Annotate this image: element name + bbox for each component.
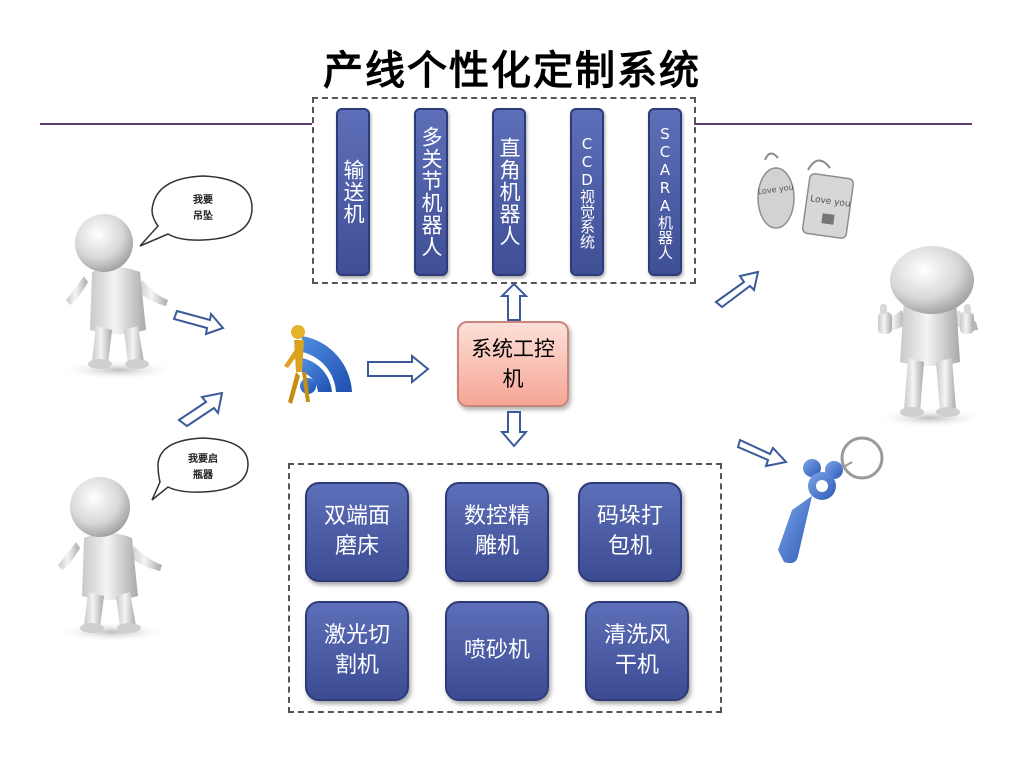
person-bottom-left [54,477,170,642]
header-line-right [694,123,972,125]
person-top-left [60,214,176,380]
machine-card-label: 喷砂机 [463,638,530,663]
arrow-down [499,411,529,448]
page-title: 产线个性化定制系统 [323,48,701,94]
machine-card-label: 数控精雕机 [463,504,530,559]
header-line-left [40,123,312,125]
control-pc-box: 系统工控机 [457,321,569,407]
top-card-conveyor: 输送机 [336,108,370,276]
speech-bubble-line: 我要 [193,193,213,206]
machine-card-sandblaster: 喷砂机 [445,601,549,701]
top-card-label: SCARA机器人 [656,124,674,260]
gold-figure-icon [284,325,310,404]
machine-card-grinder: 双端面磨床 [305,482,409,582]
arrow-up [499,282,529,321]
machine-card-label: 清洗风干机 [603,623,670,678]
top-card-label: 多关节机器人 [419,126,443,258]
machine-card-washer-dryer: 清洗风干机 [585,601,689,701]
speech-bubble-top: 我要 吊坠 [139,175,253,247]
wireless-signal-icon [300,336,352,394]
machine-card-palletizer: 码垛打包机 [578,482,682,582]
top-card-ccd-vision: CCD视觉系统 [570,108,604,276]
qr-code-icon [821,213,835,225]
arrow-up-right [177,391,224,428]
machine-card-label: 码垛打包机 [596,504,663,559]
top-card-label: 输送机 [341,159,365,225]
bottom-equipment-box [288,463,722,713]
arrow-up-right [714,270,760,309]
top-card-label: CCD视觉系统 [578,135,596,249]
speech-bubble-line: 瓶器 [193,468,214,481]
top-card-scara-robot: SCARA机器人 [648,108,682,276]
speech-bubble-line: 我要启 [188,452,218,465]
top-card-label: 直角机器人 [497,137,521,247]
arrow-right [172,309,225,336]
pendant-tags-icon: Love you Love you [757,152,855,239]
control-pc-label: 系统工控机 [471,337,555,391]
person-right-thumbs-up [875,246,985,428]
top-card-cartesian-robot: 直角机器人 [492,108,526,276]
machine-card-laser-cutter: 激光切割机 [305,601,409,701]
machine-card-label: 双端面磨床 [323,504,390,559]
top-equipment-box [312,97,696,284]
speech-bubble-bottom: 我要启 瓶器 [151,437,249,501]
bottle-opener-icon [778,436,884,564]
arrow-down-right [736,438,788,468]
machine-card-cnc-engraver: 数控精雕机 [445,482,549,582]
arrow-right [367,353,430,385]
top-card-multi-joint-robot: 多关节机器人 [414,108,448,276]
speech-bubble-line: 吊坠 [193,209,213,222]
machine-card-label: 激光切割机 [323,623,390,678]
